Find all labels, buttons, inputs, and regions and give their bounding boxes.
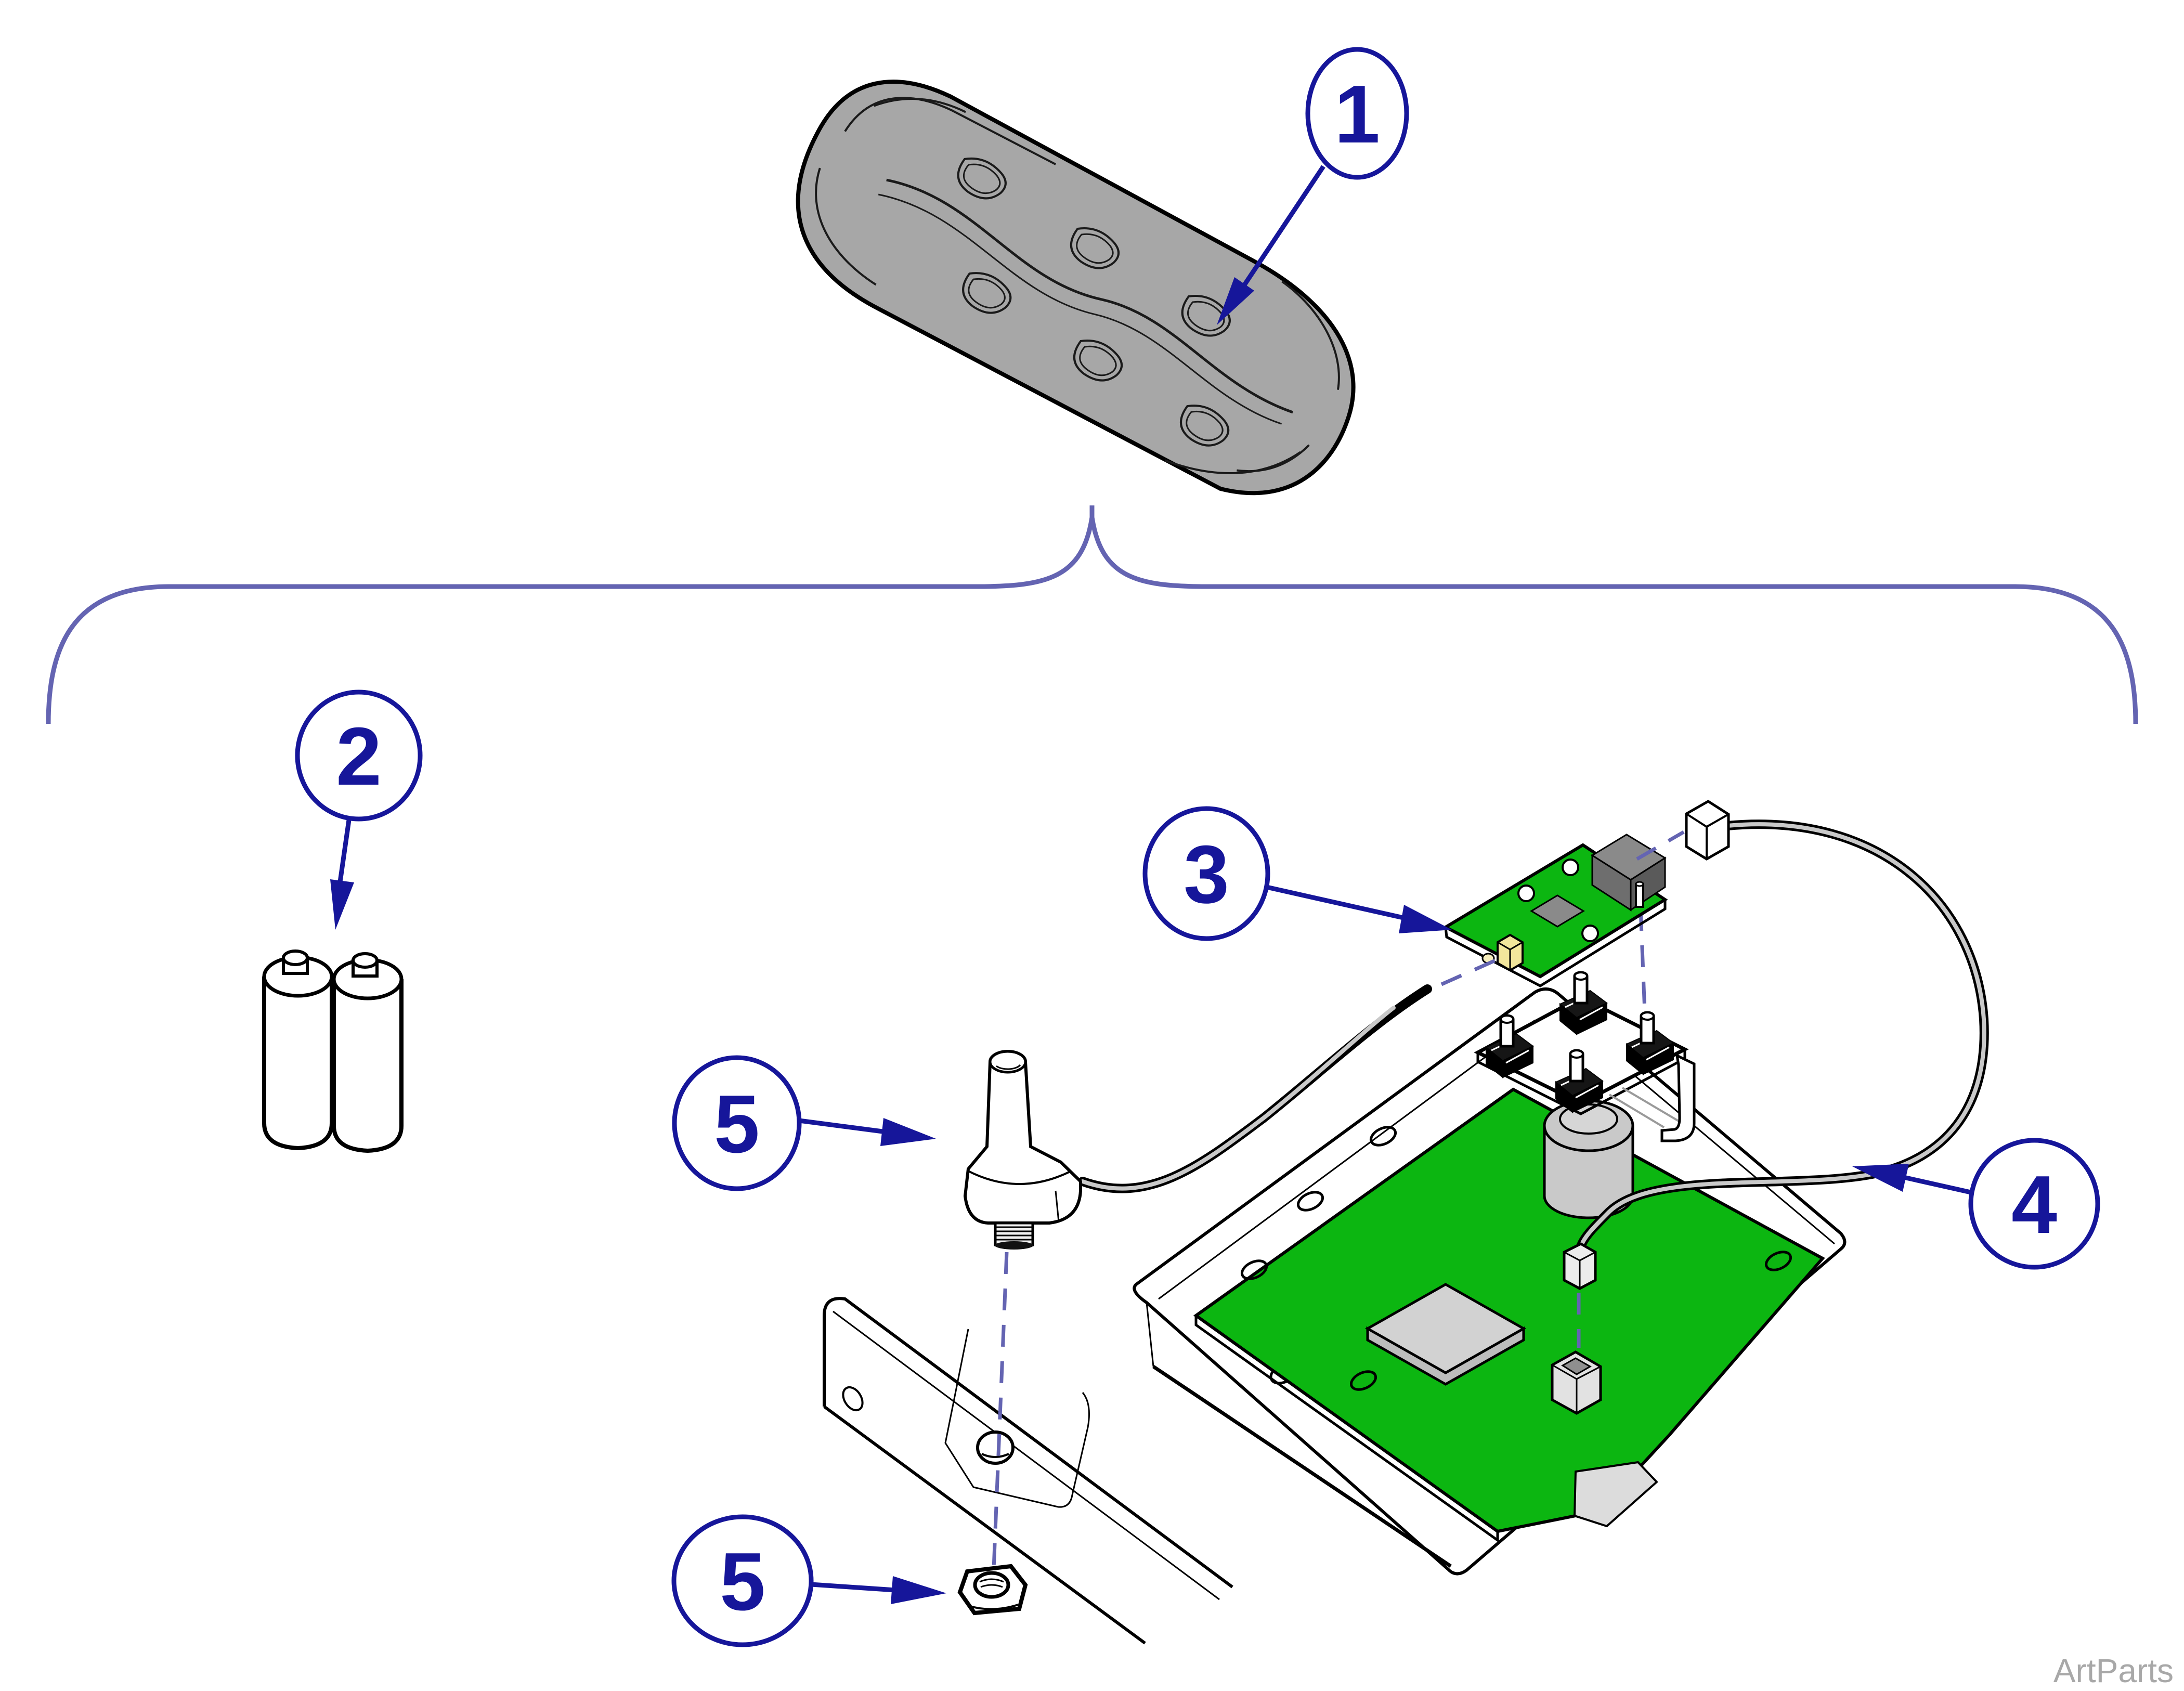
plate-tab-outline (944, 1329, 1090, 1508)
rf-yellow-connector (1481, 933, 1524, 972)
white-connector (1685, 800, 1730, 861)
arrowhead-icon (1852, 1164, 1909, 1192)
callout-3: 3 (1142, 806, 1452, 941)
callout-5-antenna: 5 (672, 1055, 936, 1191)
pcb-notch-piece (1573, 1461, 1658, 1528)
mounting-plate (823, 1297, 1233, 1645)
foot-control-cover (796, 80, 1356, 496)
alignment-dash-cable-to-board (1440, 954, 1507, 986)
rf-chip (1530, 894, 1585, 928)
rf-daughter-board (1442, 834, 1668, 987)
plate-small-hole (842, 1386, 864, 1412)
pcb-chip (1364, 1283, 1527, 1386)
cover-body (796, 80, 1356, 496)
battery-right (332, 952, 404, 1153)
callout-4: 4 (1852, 1138, 2100, 1270)
cable-connector (1563, 1242, 1597, 1290)
alignment-dash-antenna (991, 1252, 1009, 1582)
callout-5b-label: 5 (720, 1536, 765, 1628)
arrowhead-icon (1399, 905, 1452, 933)
arrowhead-icon (880, 1118, 936, 1146)
arrowhead-icon (891, 1576, 946, 1604)
callout-3-label: 3 (1184, 829, 1229, 920)
antenna-stud (994, 1221, 1034, 1250)
callout-5a-label: 5 (714, 1078, 760, 1170)
pcb-screw-holes (1240, 1126, 1792, 1391)
plate-antenna-hole (976, 1430, 1015, 1465)
watermark: ArtParts (2053, 1652, 2174, 1689)
callout-2-label: 2 (336, 711, 382, 802)
alignment-dash-pin-to-switch (1639, 908, 1647, 1012)
antenna (963, 1050, 1082, 1250)
arrowhead-icon (1217, 277, 1254, 325)
cable-assembly (1078, 820, 1989, 1252)
rf-hole (1562, 858, 1579, 876)
battery-left (262, 949, 334, 1151)
rf-pin (1635, 881, 1644, 908)
hex-nut (957, 1564, 1028, 1616)
arrowhead-icon (330, 879, 354, 930)
callout-5-nut: 5 (671, 1514, 946, 1647)
callout-2: 2 (295, 690, 423, 930)
rf-hole (1581, 925, 1599, 942)
alignment-dash-module-to-connector (1636, 830, 1685, 861)
bracket-flange (1660, 1053, 1696, 1142)
callout-1: 1 (1217, 47, 1409, 325)
callout-4-label: 4 (2011, 1159, 2057, 1251)
grouping-brace (46, 505, 2138, 724)
switch-bracket (1474, 972, 1696, 1142)
callout-1-label: 1 (1334, 69, 1380, 160)
batteries-pair (262, 949, 404, 1153)
pcb-socket (1551, 1350, 1602, 1415)
rf-hole (1517, 884, 1535, 902)
